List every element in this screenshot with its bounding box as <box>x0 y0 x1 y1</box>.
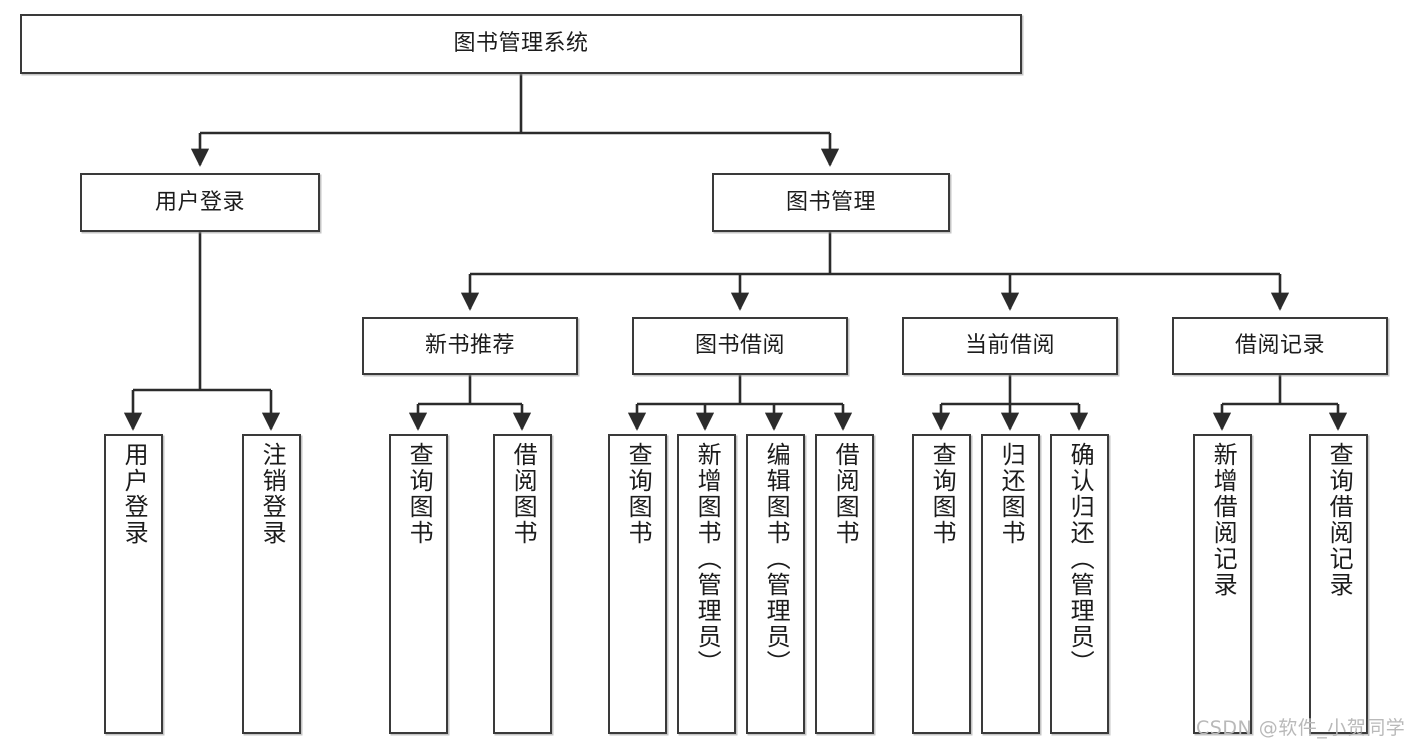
node-user-login[interactable]: 用户登录 <box>80 173 320 232</box>
node-root-book-management-system[interactable]: 图书管理系统 <box>20 14 1022 74</box>
leaf-user-login-signout[interactable]: 注销登录 <box>242 434 301 734</box>
leaf-borrow-record-add[interactable]: 新增借阅记录 <box>1193 434 1252 734</box>
node-label: 编辑图书（管理员） <box>762 442 791 676</box>
leaf-book-borrow-borrow[interactable]: 借阅图书 <box>815 434 874 734</box>
leaf-book-borrow-query[interactable]: 查询图书 <box>608 434 667 734</box>
node-label: 当前借阅 <box>964 333 1055 359</box>
node-label: 用户登录 <box>154 189 245 215</box>
node-new-book-recommend[interactable]: 新书推荐 <box>362 317 578 375</box>
node-book-management[interactable]: 图书管理 <box>712 173 950 232</box>
node-label: 查询图书 <box>405 442 434 546</box>
node-label: 新书推荐 <box>424 333 515 359</box>
node-label: 借阅图书 <box>831 442 860 546</box>
leaf-new-book-borrow[interactable]: 借阅图书 <box>493 434 552 734</box>
node-label: 注销登录 <box>258 442 287 546</box>
leaf-current-borrow-return[interactable]: 归还图书 <box>981 434 1040 734</box>
node-label: 图书管理 <box>785 189 876 215</box>
node-label: 查询图书 <box>928 442 957 546</box>
node-label: 查询借阅记录 <box>1325 442 1354 598</box>
node-book-borrow[interactable]: 图书借阅 <box>632 317 848 375</box>
node-label: 借阅记录 <box>1234 333 1325 359</box>
leaf-user-login-signin[interactable]: 用户登录 <box>104 434 163 734</box>
node-label: 图书借阅 <box>694 333 785 359</box>
leaf-book-borrow-add-admin[interactable]: 新增图书（管理员） <box>677 434 736 734</box>
node-label: 借阅图书 <box>509 442 538 546</box>
node-label: 确认归还（管理员） <box>1066 442 1095 676</box>
leaf-new-book-query[interactable]: 查询图书 <box>389 434 448 734</box>
node-label: 新增图书（管理员） <box>693 442 722 676</box>
node-label: 图书管理系统 <box>453 31 589 57</box>
leaf-book-borrow-edit-admin[interactable]: 编辑图书（管理员） <box>746 434 805 734</box>
node-borrow-record[interactable]: 借阅记录 <box>1172 317 1388 375</box>
node-current-borrow[interactable]: 当前借阅 <box>902 317 1118 375</box>
node-label: 用户登录 <box>120 442 149 546</box>
leaf-current-borrow-confirm-return-admin[interactable]: 确认归还（管理员） <box>1050 434 1109 734</box>
leaf-current-borrow-query[interactable]: 查询图书 <box>912 434 971 734</box>
leaf-borrow-record-query[interactable]: 查询借阅记录 <box>1309 434 1368 734</box>
node-label: 新增借阅记录 <box>1209 442 1238 598</box>
node-label: 归还图书 <box>997 442 1026 546</box>
node-label: 查询图书 <box>624 442 653 546</box>
